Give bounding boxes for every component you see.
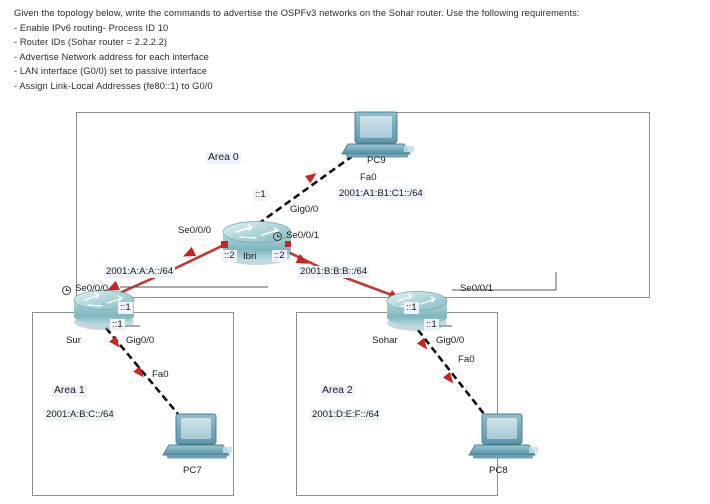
sohar-gig0-0-host-label: ::1 (424, 319, 439, 331)
network-topology-diagram: Area 0 PC9 Fa0 2001:A1:B1:C1::/64 Gig0/0… (0, 104, 710, 504)
pc7-fa0-interface-label: Fa0 (152, 369, 169, 380)
device-pc-pc9[interactable] (341, 111, 414, 158)
link-sohar-pc8 (416, 329, 486, 415)
ibri-gig0-0-host-label: ::1 (253, 189, 268, 201)
area-2-label: Area 2 (320, 385, 355, 397)
requirement-4: - LAN interface (G0/0) set to passive in… (14, 66, 207, 77)
topology-links-layer (73, 111, 557, 459)
requirement-1: - Enable IPv6 routing- Process ID 10 (14, 22, 169, 33)
area-1-network-label: 2001:A:B:C::/64 (44, 409, 116, 421)
question-intro: Given the topology below, write the comm… (14, 8, 580, 18)
link-sur-pc7 (105, 327, 179, 415)
question-block: Given the topology below, write the comm… (14, 6, 704, 94)
ibri-se0-0-1-interface-label: Se0/0/1 (286, 230, 320, 241)
area-2-network-label: 2001:D:E:F::/64 (310, 409, 382, 421)
requirement-3: - Advertise Network address for each int… (14, 51, 209, 62)
sur-se0-0-0-host-label: ::1 (118, 302, 133, 314)
sohar-router-label: Sohar (372, 335, 398, 346)
leader-lines (112, 230, 557, 327)
pc9-fa0-interface-label: Fa0 (360, 172, 377, 183)
sur-gig0-0-interface-label: Gig0/0 (126, 335, 155, 346)
pc9-label: PC9 (367, 155, 386, 166)
sohar-gig0-0-interface-label: Gig0/0 (436, 335, 465, 346)
sur-router-label: Sur (66, 335, 81, 346)
area-1-label: Area 1 (52, 385, 87, 397)
ibri-gig0-0-interface-label: Gig0/0 (290, 204, 319, 215)
pc8-label: PC8 (489, 465, 508, 476)
sur-se0-0-0-interface-label: Se0/0/0 (75, 283, 109, 294)
pc8-fa0-interface-label: Fa0 (458, 354, 475, 365)
ibri-router-label: Ibri (243, 251, 257, 262)
ibri-sur-network-label: 2001:A:A:A::/64 (104, 266, 176, 278)
sur-gig0-0-host-label: ::1 (110, 319, 125, 331)
pc7-label: PC7 (183, 465, 202, 476)
requirement-2: - Router IDs (Sohar router = 2.2.2.2) (14, 37, 168, 48)
sohar-se0-0-1-host-label: ::1 (404, 302, 419, 314)
ibri-sohar-network-label: 2001:B:B:B::/64 (298, 266, 370, 278)
ibri-pc9-network-label: 2001:A1:B1:C1::/64 (337, 188, 425, 200)
device-pc-pc7[interactable] (162, 413, 232, 459)
sohar-se0-0-1-interface-label: Se0/0/1 (460, 283, 494, 294)
area-0-label: Area 0 (206, 152, 241, 164)
ibri-se0-0-0-host-label: ::2 (222, 250, 237, 262)
ibri-se0-0-0-interface-label: Se0/0/0 (178, 225, 212, 236)
device-pc-pc8[interactable] (468, 413, 538, 459)
requirement-5: - Assign Link-Local Addresses (fe80::1) … (14, 80, 213, 91)
ibri-se0-0-1-host-label: ::2 (272, 250, 287, 262)
clock-icon-ibri-se0-0-1 (273, 232, 282, 241)
clock-icon-sur-se0-0-0 (62, 286, 71, 295)
